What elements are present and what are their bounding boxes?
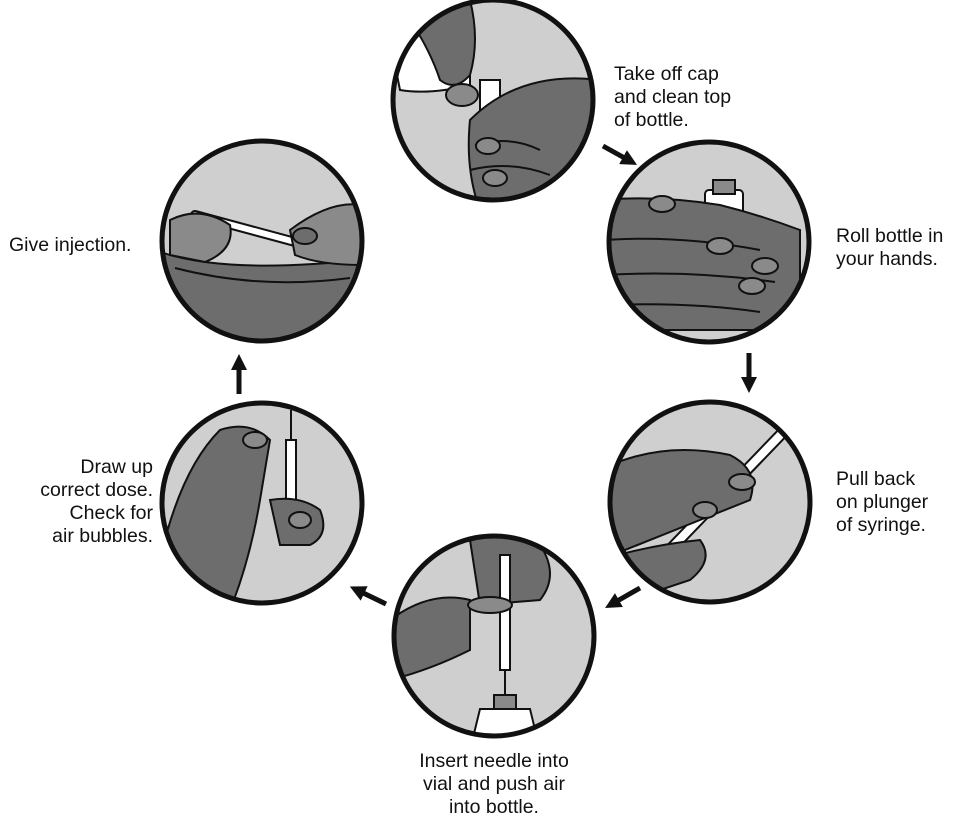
caption-line: Take off cap xyxy=(614,63,731,86)
step-1-caption: Take off cap and clean top of bottle. xyxy=(614,63,731,132)
arrow-step4-to-step5 xyxy=(357,590,386,604)
caption-line: and clean top xyxy=(614,86,731,109)
caption-line: of bottle. xyxy=(614,109,731,132)
step-6-caption: Give injection. xyxy=(9,234,131,257)
caption-line: into bottle. xyxy=(364,796,624,819)
caption-line: Roll bottle in xyxy=(836,225,943,248)
caption-line: Draw up xyxy=(0,456,153,479)
step-2-illustration xyxy=(600,142,809,342)
step-4-caption: Insert needle into vial and push air int… xyxy=(364,750,624,819)
caption-line: Check for xyxy=(0,502,153,525)
step-6-illustration xyxy=(155,141,362,345)
step-4-illustration xyxy=(390,536,594,750)
caption-line: Pull back xyxy=(836,468,928,491)
caption-line: air bubbles. xyxy=(0,525,153,548)
caption-line: Insert needle into xyxy=(364,750,624,773)
caption-line: your hands. xyxy=(836,248,943,271)
arrow-step3-to-step4 xyxy=(612,588,640,604)
step-3-illustration xyxy=(600,402,810,610)
arrow-step1-to-step2 xyxy=(603,146,630,161)
step-2-caption: Roll bottle in your hands. xyxy=(836,225,943,271)
step-3-caption: Pull back on plunger of syringe. xyxy=(836,468,928,537)
caption-line: Give injection. xyxy=(9,234,131,257)
step-5-caption: Draw up correct dose. Check for air bubb… xyxy=(0,456,153,548)
caption-line: of syringe. xyxy=(836,514,928,537)
step-5-illustration xyxy=(160,403,362,610)
step-1-illustration xyxy=(390,0,600,210)
caption-line: vial and push air xyxy=(364,773,624,796)
caption-line: on plunger xyxy=(836,491,928,514)
caption-line: correct dose. xyxy=(0,479,153,502)
